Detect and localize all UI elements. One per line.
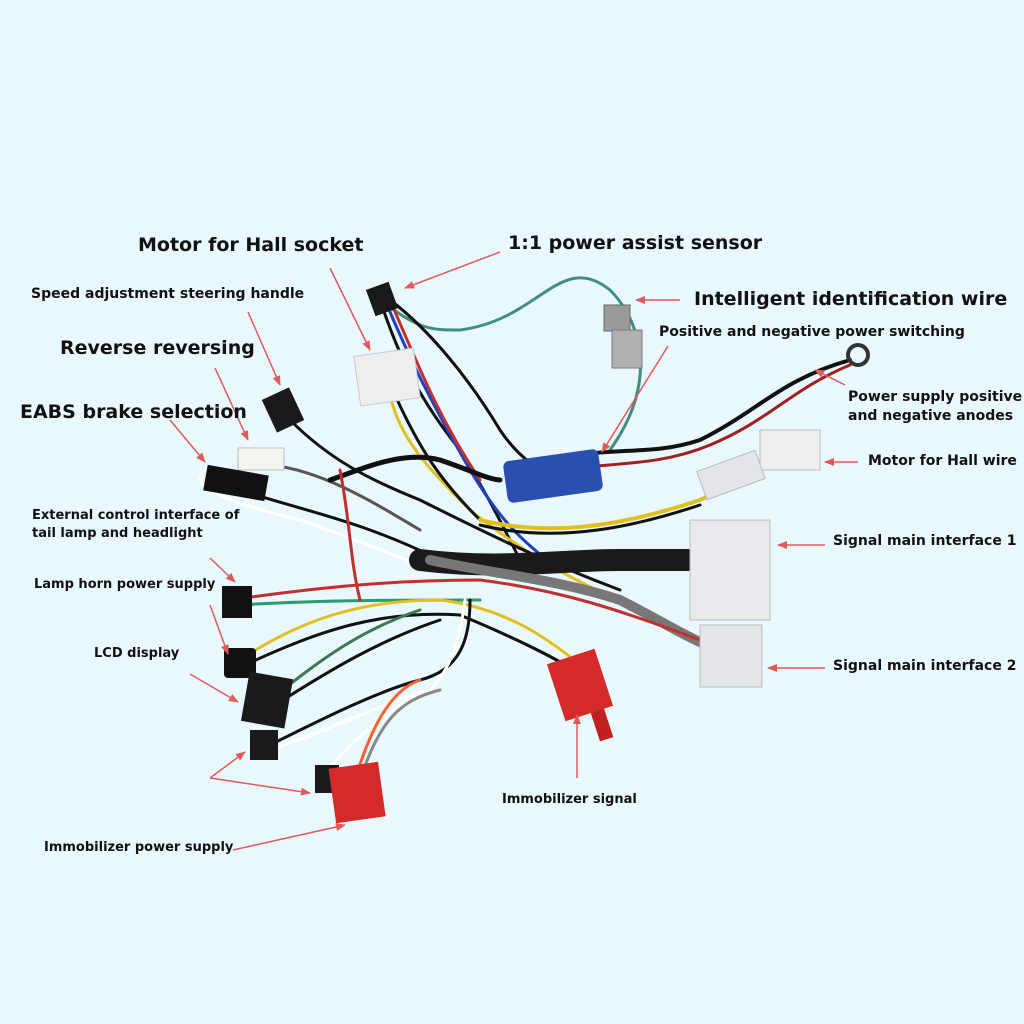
label-motor-hall-wire: Motor for Hall wire (868, 453, 1017, 469)
label-motor-hall-socket: Motor for Hall socket (138, 234, 364, 256)
label-reverse: Reverse reversing (60, 337, 255, 359)
label-lamp-horn: Lamp horn power supply (34, 577, 216, 592)
label-power-anodes-1: Power supply positive (848, 389, 1023, 405)
label-power-anodes-2: and negative anodes (848, 408, 1014, 424)
label-intelligent-id-wire: Intelligent identification wire (694, 288, 1008, 310)
label-eabs: EABS brake selection (20, 401, 247, 423)
connectors (203, 281, 870, 824)
label-power-assist-sensor: 1:1 power assist sensor (508, 232, 763, 254)
label-signal-main-2: Signal main interface 2 (833, 658, 1017, 674)
label-tail-lamp-2: tail lamp and headlight (32, 526, 203, 541)
label-immobilizer-signal: Immobilizer signal (502, 792, 637, 807)
label-speed-handle: Speed adjustment steering handle (31, 286, 305, 302)
label-lcd: LCD display (94, 646, 180, 661)
label-immobilizer-power: Immobilizer power supply (44, 840, 234, 855)
label-signal-main-1: Signal main interface 1 (833, 533, 1017, 549)
pointer-arrows (169, 251, 858, 851)
label-tail-lamp-1: External control interface of (32, 508, 240, 523)
label-power-switching: Positive and negative power switching (659, 324, 965, 340)
